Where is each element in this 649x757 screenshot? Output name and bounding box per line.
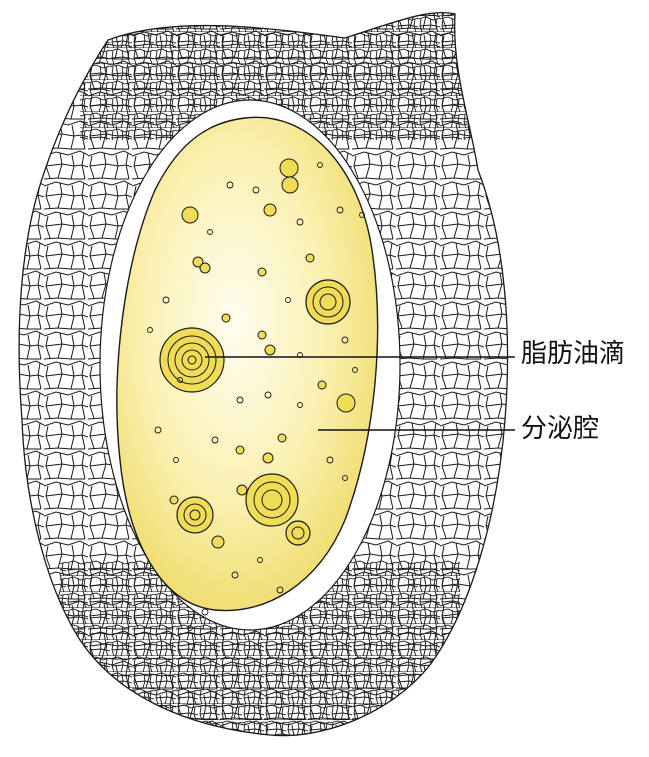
fat-droplet (176, 496, 214, 534)
fat-droplet (305, 279, 351, 325)
fat-droplet (285, 520, 311, 546)
fat-droplet-large (159, 327, 225, 393)
tissue-outline (18, 11, 509, 737)
fat-droplets (159, 158, 356, 549)
vesicles (147, 162, 365, 631)
secretory-cavity-label: 分泌腔 (521, 414, 600, 444)
secretory-cavity (116, 116, 379, 612)
fat-droplet-label: 脂肪油滴 (521, 339, 626, 369)
